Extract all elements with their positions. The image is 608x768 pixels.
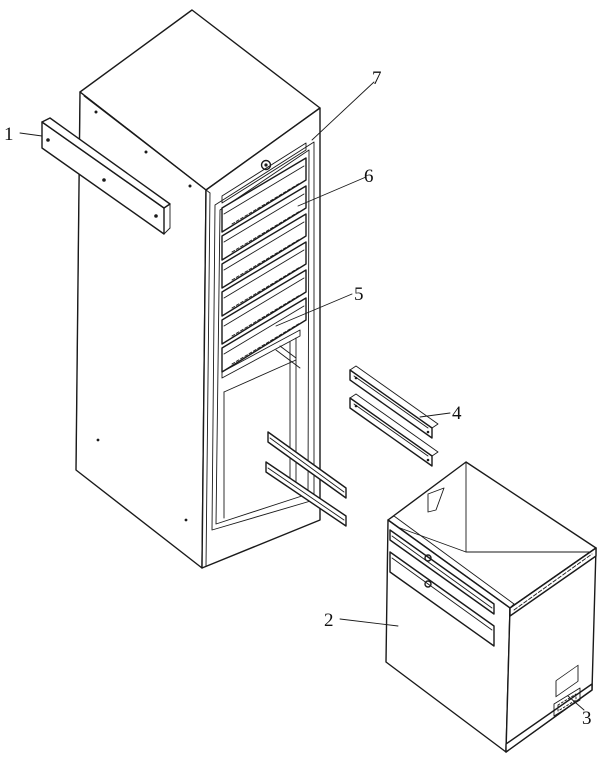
callout-5: 5 [354,284,364,305]
leader-6 [297,176,367,207]
leader-2 [339,618,399,627]
callout-2: 2 [324,610,334,631]
leader-lines [19,81,585,711]
callout-6: 6 [364,166,374,187]
side-bracket [41,117,171,235]
leader-7 [311,81,375,141]
callout-4: 4 [452,403,462,424]
callout-3: 3 [582,708,592,729]
leader-4 [419,412,451,418]
empty-drawer-bay [223,337,301,519]
slide-rails-pair [349,365,439,467]
leader-1 [19,132,43,137]
leader-3 [567,695,585,711]
drawer-box [385,461,597,753]
callout-labels: 1 2 3 4 5 6 7 [4,68,592,729]
label-plate [555,664,579,698]
cabinet-body [75,9,347,569]
drawer-stack [221,157,307,379]
callout-1: 1 [4,124,14,145]
leader-5 [275,293,353,327]
callout-7: 7 [372,68,382,89]
interior-slide-rails [265,431,347,527]
